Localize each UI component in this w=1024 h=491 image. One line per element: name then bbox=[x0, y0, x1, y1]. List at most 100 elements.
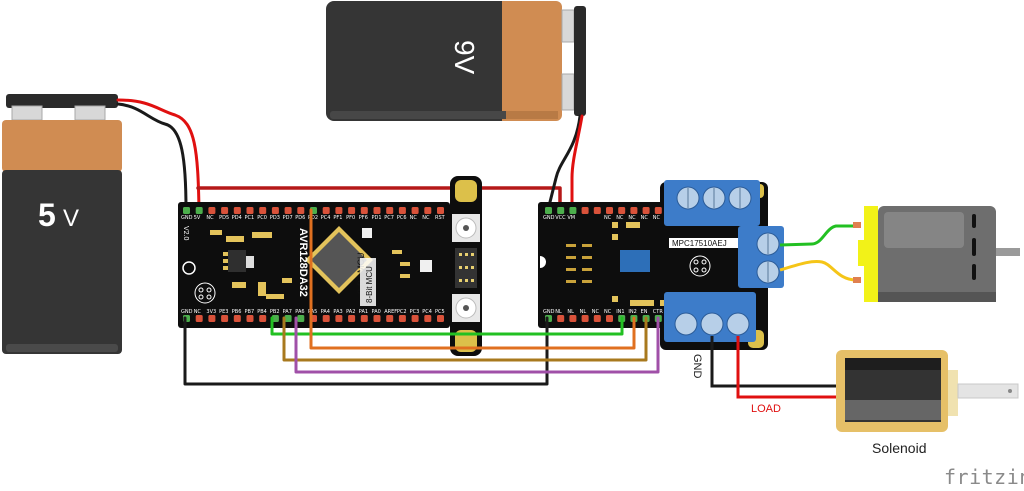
mcu-bottom-pin-label: PA7 bbox=[283, 309, 292, 315]
wire-solenoid-gnd[interactable] bbox=[710, 336, 838, 388]
mcu-bottom-pin-label: PC3 bbox=[410, 309, 420, 315]
solenoid[interactable]: Solenoid bbox=[710, 336, 1019, 456]
wire-pa6-to-ctr[interactable] bbox=[294, 316, 660, 374]
driver-top-pin[interactable] bbox=[606, 207, 613, 214]
driver-bottom-pin-label: NC bbox=[604, 309, 612, 315]
mcu-top-pin[interactable] bbox=[284, 207, 292, 214]
battery-5v[interactable]: 5 V bbox=[2, 94, 122, 354]
flash-button[interactable] bbox=[452, 294, 480, 322]
wire-9v-battery-negative[interactable] bbox=[546, 114, 582, 212]
mcu-bottom-pin[interactable] bbox=[348, 315, 356, 322]
wire-pa7-to-en[interactable] bbox=[282, 316, 648, 362]
wire-pc4-to-in2[interactable] bbox=[309, 208, 636, 350]
mcu-top-pin[interactable] bbox=[398, 207, 406, 214]
driver-top-pin[interactable] bbox=[618, 207, 626, 214]
solenoid-plunger bbox=[957, 383, 1019, 399]
mcu-bottom-pin[interactable] bbox=[233, 315, 241, 322]
mcu-top-pin[interactable] bbox=[221, 207, 229, 214]
mcu-bottom-pin[interactable] bbox=[424, 315, 432, 322]
wire-solenoid-load[interactable] bbox=[736, 336, 838, 399]
driver-bottom-pin[interactable] bbox=[557, 315, 565, 322]
wire-motor-green[interactable] bbox=[779, 224, 856, 247]
wire-gnd-mcu-to-driver[interactable] bbox=[183, 316, 549, 386]
mcu-bottom-pin[interactable] bbox=[398, 315, 406, 322]
mcu-bottom-pin[interactable] bbox=[246, 315, 254, 322]
wire-pb2-to-in1[interactable] bbox=[270, 316, 624, 336]
mcu-bottom-pin-label: GND bbox=[181, 309, 193, 315]
mcu-top-pin[interactable] bbox=[322, 207, 330, 214]
driver-top-pin[interactable] bbox=[581, 207, 589, 214]
mcu-top-pin[interactable] bbox=[437, 207, 444, 214]
mcu-top-pin[interactable] bbox=[373, 207, 381, 214]
wire-9v-battery-positive[interactable] bbox=[570, 114, 584, 212]
mcu-board-version: V2.0 bbox=[182, 226, 189, 241]
mcu-bottom-pin-label: PA0 bbox=[372, 309, 381, 315]
terminal-block-motor[interactable] bbox=[738, 226, 784, 288]
mcu-top-pin[interactable] bbox=[297, 207, 305, 214]
terminal-block-bottom[interactable] bbox=[664, 292, 756, 342]
mcu-top-pin-label: PD4 bbox=[232, 215, 242, 221]
mcu-bottom-pin-label: PA6 bbox=[295, 309, 304, 315]
mcu-top-pin[interactable] bbox=[183, 207, 190, 214]
mcu-board[interactable]: AVR128DA32 8-Bit MCU 8-Bit MCU V2.0 GND5… bbox=[178, 176, 482, 356]
mcu-bottom-pin[interactable] bbox=[208, 315, 216, 322]
mcu-top-pin[interactable] bbox=[246, 207, 254, 214]
mcu-top-pin[interactable] bbox=[424, 207, 432, 214]
mcu-bottom-pin[interactable] bbox=[195, 315, 203, 322]
driver-smd-parts bbox=[612, 222, 666, 306]
motor-terminal-2 bbox=[853, 277, 861, 283]
mcu-top-pin-label: RST bbox=[435, 215, 446, 221]
mcu-bottom-pin[interactable] bbox=[284, 315, 292, 322]
solenoid-coil-bottom bbox=[845, 400, 941, 420]
mcu-bottom-pin[interactable] bbox=[411, 315, 419, 322]
driver-bottom-pin[interactable] bbox=[569, 315, 577, 322]
driver-top-pin[interactable] bbox=[593, 207, 601, 214]
mcu-top-pin[interactable] bbox=[411, 207, 419, 214]
driver-top-pin[interactable] bbox=[569, 207, 577, 214]
driver-top-pin[interactable] bbox=[642, 207, 650, 214]
mcu-top-pin-label: PF6 bbox=[359, 215, 368, 221]
mcu-top-pin[interactable] bbox=[233, 207, 241, 214]
wire-5v-battery-positive[interactable] bbox=[116, 98, 201, 212]
mcu-bottom-pin[interactable] bbox=[373, 315, 381, 322]
driver-bottom-pin[interactable] bbox=[581, 315, 589, 322]
driver-bottom-pin[interactable] bbox=[606, 315, 613, 322]
mcu-top-pin[interactable] bbox=[259, 207, 267, 214]
mcu-bottom-pin[interactable] bbox=[360, 315, 368, 322]
mcu-top-pin[interactable] bbox=[208, 207, 216, 214]
driver-top-pin[interactable] bbox=[545, 207, 552, 214]
terminal-block-top[interactable] bbox=[664, 180, 760, 226]
mcu-bottom-pin[interactable] bbox=[259, 315, 267, 322]
wire-motor-yellow[interactable] bbox=[779, 260, 857, 282]
battery-5v-shadow bbox=[6, 344, 118, 352]
mcu-top-pin[interactable] bbox=[386, 207, 394, 214]
mcu-bottom-pin[interactable] bbox=[437, 315, 444, 322]
driver-bottom-pin[interactable] bbox=[593, 315, 601, 322]
driver-top-pin[interactable] bbox=[654, 207, 662, 214]
mcu-bottom-pin[interactable] bbox=[322, 315, 330, 322]
driver-top-pin[interactable] bbox=[557, 207, 565, 214]
battery-9v-label: 9V bbox=[449, 40, 480, 75]
mcu-bottom-pin[interactable] bbox=[335, 315, 343, 322]
wire-5v-battery-negative[interactable] bbox=[116, 102, 188, 212]
mcu-bottom-pin[interactable] bbox=[221, 315, 229, 322]
gnd-wire-label: GND bbox=[691, 354, 703, 379]
solenoid-label: Solenoid bbox=[872, 440, 927, 456]
mcu-bottom-pin-label: PA5 bbox=[308, 309, 317, 315]
battery-9v[interactable]: 9V bbox=[326, 1, 586, 121]
mcu-top-pin[interactable] bbox=[360, 207, 368, 214]
dc-motor[interactable] bbox=[779, 206, 1020, 302]
mcu-bottom-pin[interactable] bbox=[386, 315, 394, 322]
mcu-top-pin[interactable] bbox=[271, 207, 279, 214]
reset-button[interactable] bbox=[452, 214, 480, 242]
driver-top-pin[interactable] bbox=[630, 207, 638, 214]
mcu-top-pin[interactable] bbox=[348, 207, 356, 214]
battery-9v-terminal-bottom bbox=[561, 73, 575, 111]
driver-top-pin-label: VCC bbox=[555, 215, 566, 221]
mcu-bottom-pin-label: PB4 bbox=[257, 309, 267, 315]
mcu-top-pin[interactable] bbox=[335, 207, 343, 214]
mcu-bottom-pin[interactable] bbox=[297, 315, 305, 322]
mcu-bottom-pin[interactable] bbox=[271, 315, 279, 322]
mcu-top-pin[interactable] bbox=[195, 207, 203, 214]
